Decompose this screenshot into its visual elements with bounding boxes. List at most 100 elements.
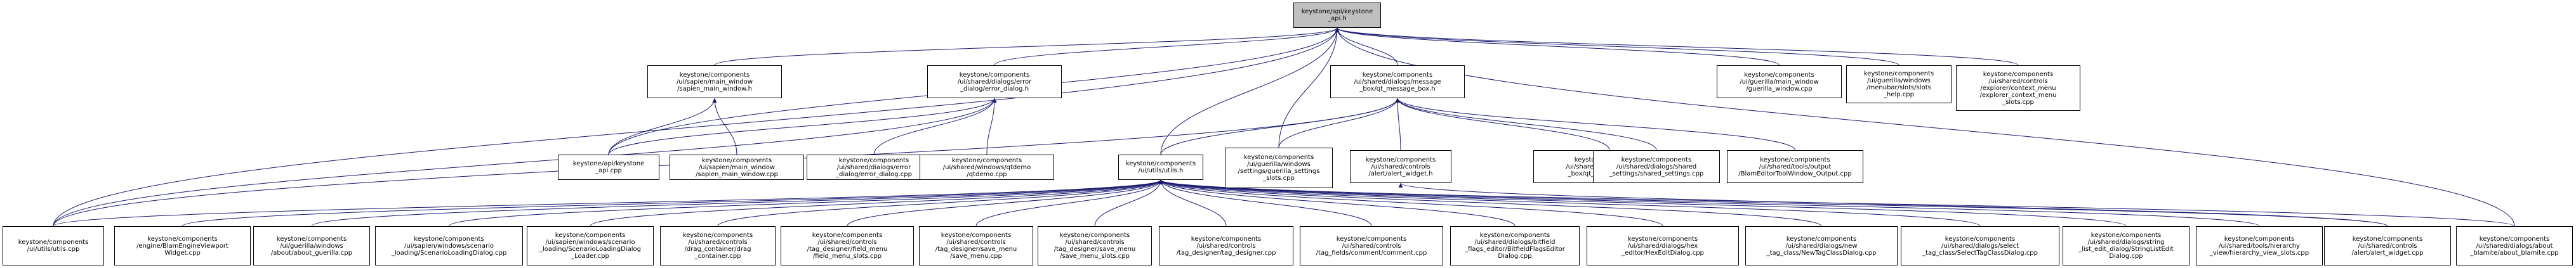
node-field-menu-slots-cpp[interactable]: keystone/components/ui/shared/controls/t… <box>781 226 914 265</box>
node-label-line: keystone/components <box>1760 156 1830 163</box>
node-label-line: /tag_designer/field_menu <box>807 246 888 253</box>
node-keystone-api-cpp[interactable]: keystone/api/keystone_api.cpp <box>558 155 659 180</box>
node-label-line: keystone/components <box>1627 235 1698 243</box>
node-hierarchy-view-slots-cpp[interactable]: keystone/components/ui/shared/tools/hier… <box>2196 226 2323 265</box>
node-label-line: /ui/shared/dialogs/bitfield <box>1474 239 1556 246</box>
node-sapien-main-window-h[interactable]: keystone/components/ui/sapien/main_windo… <box>647 65 782 98</box>
edge-tag-designer-cpp-to-utils-h <box>1158 179 1227 227</box>
node-explorer-context-menu-cpp[interactable]: keystone/components/ui/shared/controls/e… <box>1956 65 2080 111</box>
node-label-line: keystone/components <box>147 235 218 243</box>
node-select-tag-class-dialog-cpp[interactable]: keystone/components/ui/shared/dialogs/se… <box>1901 226 2059 265</box>
node-label-line: /explorer/context_menu <box>1980 84 2056 92</box>
node-new-tag-class-dialog-cpp[interactable]: keystone/components/ui/shared/dialogs/ne… <box>1745 226 1898 265</box>
node-label-line: /ui/shared/windows/qtdemo <box>942 163 1031 171</box>
node-label-line: /alert/alert_widget.cpp <box>2351 249 2424 257</box>
edge-keystone-api-cpp-to-sapien-main-window-h <box>608 98 717 155</box>
node-alert-widget-cpp[interactable]: keystone/components/ui/shared/controls/a… <box>2324 226 2451 265</box>
node-bitfield-flags-editor-cpp[interactable]: keystone/components/ui/shared/dialogs/bi… <box>1450 226 1580 265</box>
node-label-line: /tag_designer/save_menu <box>1054 246 1136 253</box>
edge-blamite-about-cpp-to-root <box>1335 27 2515 227</box>
node-guerilla-menubar-slots-help-cpp[interactable]: keystone/components/ui/guerilla/windows/… <box>1846 65 1952 103</box>
node-label-line: /ui/shared/controls <box>1196 242 1256 250</box>
node-qtdemo-cpp[interactable]: keystone/components/ui/shared/windows/qt… <box>920 155 1054 180</box>
node-label-line: _view/hierarchy_view_slots.cpp <box>2209 249 2309 257</box>
node-guerilla-main-window-cpp[interactable]: keystone/components/ui/guerilla/main_win… <box>1717 65 1842 98</box>
node-label-line: /ui/shared/controls <box>1065 239 1125 246</box>
edge-alert-widget-cpp-to-alert-widget-h <box>1398 182 2388 227</box>
edge-error-dialog-h-to-root <box>994 27 1340 66</box>
node-label-line: /ui/guerilla/windows <box>280 242 343 250</box>
node-tag-designer-cpp[interactable]: keystone/components/ui/shared/controls/t… <box>1159 226 1293 265</box>
node-label-line: /ui/shared/controls <box>946 239 1006 246</box>
node-label-line: /ui/shared/tools/hierarchy <box>2219 242 2300 250</box>
node-blam-editor-tool-output-cpp[interactable]: keystone/components/ui/shared/tools/outp… <box>1727 150 1863 183</box>
edge-guerilla-settings-slots-cpp-to-root <box>1278 27 1340 148</box>
edge-string-list-edit-dialog-cpp-to-utils-h <box>1158 179 2127 227</box>
edge-alert-widget-cpp-to-utils-h <box>1158 179 2388 227</box>
edge-message-box-h-to-root <box>1335 27 1398 66</box>
node-save-menu-slots-cpp[interactable]: keystone/components/ui/shared/controls/t… <box>1038 226 1152 265</box>
node-sapien-main-window-cpp[interactable]: keystone/components/ui/sapien/main_windo… <box>670 155 804 180</box>
node-utils-cpp[interactable]: keystone/components/ui/utils/utils.cpp <box>3 226 104 265</box>
node-label-line: /ui/sapien/main_window <box>676 78 753 86</box>
node-error-dialog-cpp[interactable]: keystone/components/ui/shared/dialogs/er… <box>807 155 941 180</box>
node-label-line: keystone/components <box>838 156 909 164</box>
node-label-line: /menubar/slots/slots <box>1866 84 1931 91</box>
node-label-line: /alert/alert_widget.h <box>1368 170 1433 177</box>
node-utils-h[interactable]: keystone/components/ui/utils/utils.h <box>1118 155 1203 180</box>
node-label-line: /ui/shared/dialogs/select <box>1941 242 2019 250</box>
edge-field-menu-slots-cpp-to-utils-h <box>847 179 1163 227</box>
node-label-line: /ui/guerilla/windows <box>1247 161 1311 168</box>
node-label-line: _dialog/error_dialog.cpp <box>836 170 912 178</box>
edge-new-tag-class-dialog-cpp-to-utils-h <box>1158 179 1822 227</box>
edge-about-guerilla-cpp-to-utils-h <box>311 179 1163 227</box>
node-string-list-edit-dialog-cpp[interactable]: keystone/components/ui/shared/dialogs/st… <box>2063 226 2190 265</box>
node-label-line: /ui/sapien/windows/scenario <box>404 242 494 250</box>
node-scenario-loading-dialog-loader-cpp[interactable]: keystone/components/ui/sapien/windows/sc… <box>527 226 654 265</box>
edge-keystone-api-cpp-to-error-dialog-h <box>608 98 997 155</box>
node-label-line: _blamite/about_blamite.cpp <box>2470 249 2559 257</box>
node-label-line: /engine/BlamEngineViewport <box>136 242 228 250</box>
node-comment-cpp[interactable]: keystone/components/ui/shared/controls/t… <box>1300 226 1443 265</box>
node-scenario-loading-dialog-cpp[interactable]: keystone/components/ui/sapien/windows/sc… <box>375 226 523 265</box>
node-label-line: keystone/components <box>1336 235 1407 243</box>
node-label-line: keystone/components <box>1863 70 1934 77</box>
node-label-line: keystone/components <box>1983 70 2054 78</box>
node-hex-editor-dialog-cpp[interactable]: keystone/components/ui/shared/dialogs/he… <box>1587 226 1739 265</box>
node-label-line: _tag_class/SelectTagClassDialog.cpp <box>1922 249 2038 257</box>
node-label-line: /ui/guerilla/windows <box>1867 77 1931 84</box>
node-label-line: keystone/components <box>1744 71 1814 79</box>
node-label-line: /ui/shared/controls <box>817 239 877 246</box>
edge-utils-cpp-to-error-dialog-h <box>53 98 997 227</box>
node-label-line: _slots.cpp <box>2002 98 2034 106</box>
node-label-line: keystone/components <box>18 239 89 246</box>
node-label-line: _Loader.cpp <box>571 253 609 260</box>
edge-scenario-loading-dialog-loader-cpp-to-utils-h <box>590 179 1163 227</box>
node-save-menu-cpp[interactable]: keystone/components/ui/shared/controls/t… <box>919 226 1033 265</box>
edge-drag-container-cpp-to-utils-h <box>717 179 1163 227</box>
node-label-line: _list_edit_dialog/StringListEdit <box>2078 246 2174 253</box>
node-label-line: Dialog.cpp <box>1498 253 1532 260</box>
node-label-line: /settings/guerilla_settings <box>1238 168 1320 175</box>
node-label-line: _slots.cpp <box>1263 175 1295 182</box>
node-about-guerilla-cpp[interactable]: keystone/components/ui/guerilla/windows/… <box>253 226 370 265</box>
node-blam-engine-viewport-cpp[interactable]: keystone/components/engine/BlamEngineVie… <box>114 226 251 265</box>
edge-utils-cpp-to-utils-h <box>53 179 1163 227</box>
node-alert-widget-h[interactable]: keystone/components/ui/shared/controls/a… <box>1350 150 1451 183</box>
node-error-dialog-h[interactable]: keystone/components/ui/shared/dialogs/er… <box>927 65 1062 98</box>
node-label-line: /ui/shared/controls <box>1988 77 2048 85</box>
node-label-line: /ui/shared/dialogs/message <box>1354 78 1441 86</box>
node-label-line: /qtdemo.cpp <box>967 170 1007 178</box>
node-label-line: keystone/components <box>1059 232 1130 239</box>
node-label-line: /BlamEditorToolWindow_Output.cpp <box>1738 170 1852 177</box>
node-shared-settings-cpp[interactable]: keystone/components/ui/shared/dialogs/sh… <box>1593 150 1720 183</box>
node-label-line: /explorer_context_menu <box>1979 91 2057 99</box>
node-message-box-h[interactable]: keystone/components/ui/shared/dialogs/me… <box>1330 65 1465 98</box>
node-guerilla-settings-slots-cpp[interactable]: keystone/components/ui/guerilla/windows/… <box>1225 148 1333 188</box>
node-label-line: /field_menu_slots.cpp <box>812 253 882 260</box>
node-label-line: keystone/components <box>555 232 626 239</box>
node-label-line: _container.cpp <box>694 253 741 260</box>
node-blamite-about-cpp[interactable]: keystone/components/ui/shared/dialogs/ab… <box>2456 226 2573 265</box>
node-label-line: _dialog/error_dialog.h <box>960 85 1029 93</box>
node-drag-container-cpp[interactable]: keystone/components/ui/shared/controls/d… <box>660 226 776 265</box>
